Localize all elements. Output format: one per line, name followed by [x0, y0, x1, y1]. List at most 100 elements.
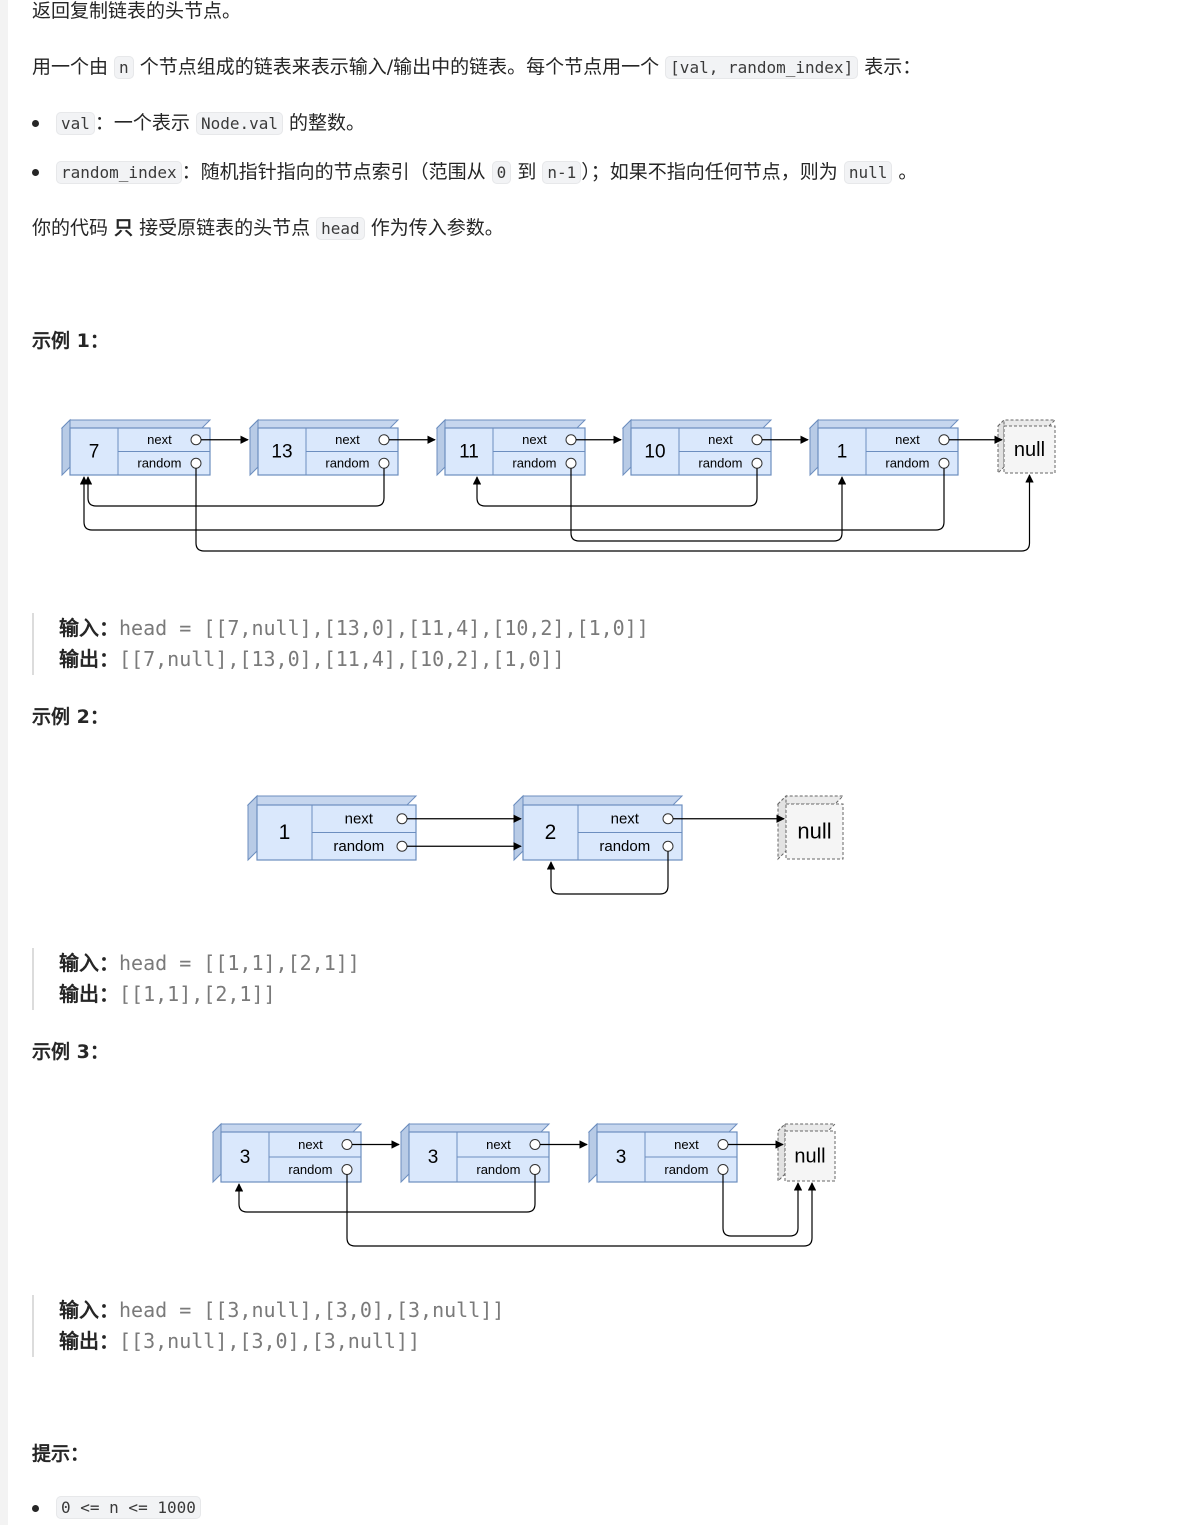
text: 作为传入参数。 [364, 217, 504, 239]
text: 到 [511, 161, 543, 183]
node-top-face [587, 1123, 739, 1133]
example-3-output-line: 输出：[[3,null],[3,0],[3,null]] [59, 1326, 819, 1357]
inline-code: null [843, 161, 893, 184]
list-node: 3 next random [399, 1122, 551, 1184]
example-1-input-line: 输入：head = [[7,null],[13,0],[11,4],[10,2]… [59, 613, 819, 644]
node-side-face [61, 418, 71, 477]
node-top-face [60, 419, 212, 429]
input-value: head = [[1,1],[2,1]] [119, 951, 360, 975]
node-value: 1 [837, 442, 848, 463]
null-box [785, 803, 844, 860]
null-label: null [1014, 439, 1045, 461]
random-arrow [472, 468, 758, 507]
node-side-face [212, 1122, 222, 1184]
random-label: random [476, 1162, 520, 1177]
node-top-face [246, 795, 418, 806]
null-box [1003, 425, 1056, 474]
example-1-diagram: 7nextrandom13nextrandom11nextrandom10nex… [60, 418, 1057, 552]
random-pointer-dot [565, 457, 577, 469]
random-label: random [599, 838, 650, 855]
node-side-face [247, 794, 258, 862]
node-value: 1 [279, 821, 291, 844]
random-pointer-dot [938, 457, 950, 469]
next-pointer-dot [378, 434, 390, 446]
output-value: [[1,1],[2,1]] [119, 982, 276, 1006]
node-box [256, 804, 417, 861]
next-label: next [486, 1137, 511, 1152]
example-3-title: 示例 3： [32, 1041, 109, 1063]
intro-line-4: 你的代码 只 接受原链表的头节点 head 作为传入参数。 [32, 214, 504, 243]
node-value: 3 [428, 1147, 439, 1168]
inline-code: random_index [56, 161, 182, 184]
node-box [522, 804, 683, 861]
node-top-face [211, 1123, 363, 1133]
next-pointer-dot [396, 813, 408, 825]
output-label: 输出： [59, 649, 119, 671]
text: 的整数。 [283, 112, 366, 134]
text: ：一个表示 [94, 112, 196, 134]
random-label: random [288, 1162, 332, 1177]
random-pointer-dot [717, 1164, 729, 1175]
node-top-face [621, 419, 773, 429]
node-side-face [513, 794, 524, 862]
node-box [257, 427, 399, 476]
input-value: head = [[7,null],[13,0],[11,4],[10,2],[1… [119, 616, 649, 640]
null-label: null [797, 818, 831, 843]
random-arrow [546, 851, 669, 895]
next-pointer-dot [565, 434, 577, 446]
random-label: random [885, 456, 929, 471]
next-label: next [147, 432, 172, 447]
null-side-face [997, 418, 1005, 475]
intro-line-0: 返回复制链表的头节点。 [32, 0, 241, 25]
node-side-face [436, 418, 446, 477]
random-pointer-dot [662, 840, 674, 852]
list-item-val: val：一个表示 Node.val 的整数。 [56, 109, 365, 138]
next-pointer-dot [662, 813, 674, 825]
inline-code: n-1 [542, 161, 582, 184]
next-label: next [611, 811, 640, 828]
node-box [69, 427, 211, 476]
example-2-output-line: 输出：[[1,1],[2,1]] [59, 979, 819, 1010]
example-2-title: 示例 2： [32, 706, 109, 728]
hints-title: 提示： [32, 1443, 90, 1465]
random-label: random [333, 838, 384, 855]
random-pointer-dot [341, 1164, 353, 1175]
node-box [220, 1131, 362, 1183]
bullet-dot [32, 1505, 39, 1512]
null-top-face [776, 795, 845, 805]
random-arrow [195, 468, 1034, 552]
node-value: 10 [644, 442, 665, 463]
node-top-face [435, 419, 587, 429]
node-top-face [808, 419, 960, 429]
next-label: next [335, 432, 360, 447]
next-pointer-dot [717, 1139, 729, 1150]
random-pointer-dot [751, 457, 763, 469]
null-box [784, 1130, 836, 1182]
node-value: 7 [89, 442, 100, 463]
node-side-face [622, 418, 632, 477]
null-node: null [776, 794, 845, 861]
node-box [596, 1131, 738, 1183]
list-node: 1 next random [246, 794, 418, 862]
node-side-face [400, 1122, 410, 1184]
inline-code: 0 [491, 161, 512, 184]
input-label: 输入： [59, 953, 119, 975]
text: 接受原链表的头节点 [133, 217, 317, 239]
null-side-face [777, 794, 787, 861]
inline-code: 0 <= n <= 1000 [56, 1496, 201, 1519]
inline-code: head [316, 217, 365, 240]
next-label: next [345, 811, 374, 828]
node-box [817, 427, 959, 476]
example-1-output-line: 输出：[[7,null],[13,0],[11,4],[10,2],[1,0]] [59, 644, 819, 675]
node-side-face [588, 1122, 598, 1184]
null-side-face [777, 1122, 786, 1183]
text: 你的代码 [32, 217, 115, 239]
input-label: 输入： [59, 618, 119, 640]
node-box [444, 427, 586, 476]
text: 表示： [858, 56, 922, 78]
null-node: null [996, 418, 1057, 475]
